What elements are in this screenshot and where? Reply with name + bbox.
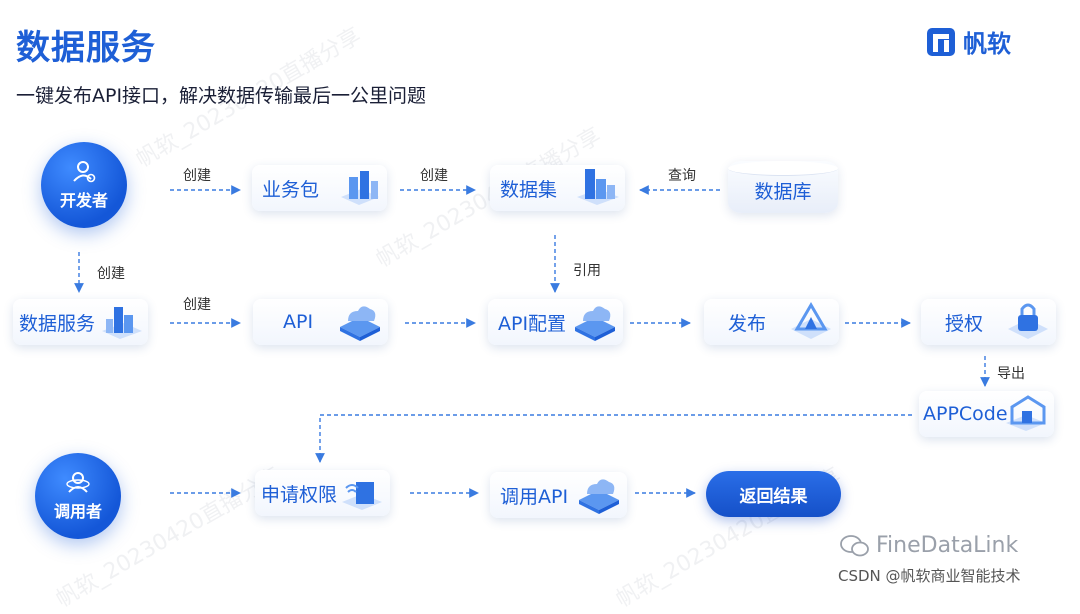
csdn-credit: CSDN @帆软商业智能技术 xyxy=(838,567,1021,585)
edge-label-create: 创建 xyxy=(183,168,211,184)
caller-label: 调用者 xyxy=(53,502,102,521)
edge-label-export: 导出 xyxy=(997,366,1025,382)
authorize-node: 授权 xyxy=(921,299,1056,345)
apply-permission-label: 申请权限 xyxy=(261,483,338,506)
page-title: 数据服务 xyxy=(16,28,156,68)
appcode-label: APPCode xyxy=(923,403,1008,425)
appcode-node: APPCode xyxy=(919,391,1054,437)
business-package-node: 业务包 xyxy=(252,165,387,211)
wechat-label: FineDataLink xyxy=(876,533,1019,558)
edge-label-create: 创建 xyxy=(420,168,448,184)
call-api-label: 调用API xyxy=(500,485,569,508)
caller-actor: 调用者 xyxy=(35,453,121,539)
publish-label: 发布 xyxy=(728,312,767,335)
database-node: 数据库 xyxy=(728,161,838,213)
apply-permission-node: 申请权限 xyxy=(255,470,390,516)
arrow-appcode-to-apply-permission xyxy=(315,414,912,463)
api-label: API xyxy=(283,311,314,333)
developer-actor: 开发者 xyxy=(41,142,127,228)
data-service-label: 数据服务 xyxy=(19,312,96,335)
database-label: 数据库 xyxy=(754,180,812,203)
building-icon xyxy=(341,171,379,205)
building-icon xyxy=(577,169,619,205)
cloud-server-icon xyxy=(340,306,380,341)
brand-logo: 帆软 xyxy=(925,24,1011,59)
edge-label-create: 创建 xyxy=(97,266,125,282)
page-subtitle: 一键发布API接口，解决数据传输最后一公里问题 xyxy=(16,85,427,107)
api-node: API xyxy=(253,299,388,345)
developer-label: 开发者 xyxy=(59,191,108,210)
cloud-server-icon xyxy=(579,479,619,514)
cloud-server-icon xyxy=(575,306,615,341)
house-icon xyxy=(1006,395,1046,431)
edge-label-query: 查询 xyxy=(668,168,696,184)
building-icon xyxy=(102,307,142,339)
authorize-label: 授权 xyxy=(945,312,984,335)
edge-label-create: 创建 xyxy=(183,297,211,313)
lock-icon xyxy=(1008,303,1048,339)
return-result-node: 返回结果 xyxy=(706,471,841,517)
wechat-watermark: FineDataLink xyxy=(840,533,1018,558)
dataset-node: 数据集 xyxy=(490,165,625,211)
dataset-label: 数据集 xyxy=(500,178,558,201)
caller-icon xyxy=(66,472,90,493)
api-config-node: API配置 xyxy=(488,299,623,345)
signal-icon xyxy=(342,482,382,510)
brand-name: 帆软 xyxy=(963,30,1011,58)
wechat-icon xyxy=(840,534,869,556)
api-config-label: API配置 xyxy=(498,312,567,335)
publish-node: 发布 xyxy=(704,299,839,345)
developer-icon xyxy=(73,161,96,183)
business-package-label: 业务包 xyxy=(262,178,320,201)
call-api-node: 调用API xyxy=(490,472,627,518)
edge-label-reference: 引用 xyxy=(573,263,601,279)
brand-icon xyxy=(927,27,955,56)
data-service-node: 数据服务 xyxy=(13,299,148,345)
publish-icon xyxy=(791,302,831,339)
return-result-label: 返回结果 xyxy=(739,486,808,507)
flow-connectors xyxy=(74,185,990,498)
